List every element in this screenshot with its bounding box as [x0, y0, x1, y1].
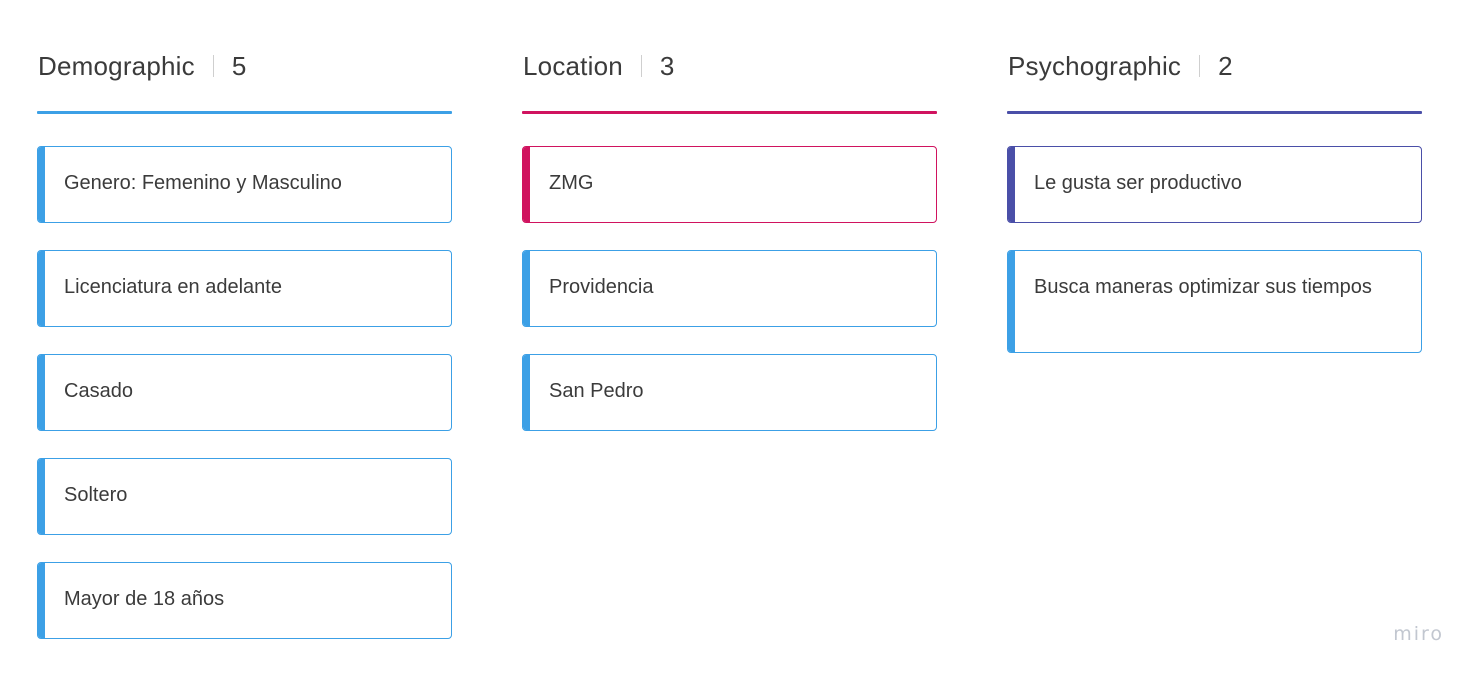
card-text: Licenciatura en adelante — [64, 276, 282, 298]
card-color-stripe — [523, 251, 530, 326]
card[interactable]: Genero: Femenino y Masculino — [37, 146, 452, 223]
card[interactable]: Busca maneras optimizar sus tiempos — [1007, 250, 1422, 353]
card-color-stripe — [1008, 251, 1015, 352]
column-header[interactable]: Location 3 — [523, 48, 674, 84]
card[interactable]: Casado — [37, 354, 452, 431]
card[interactable]: Soltero — [37, 458, 452, 535]
column-count: 5 — [231, 50, 247, 81]
card-text: Soltero — [64, 484, 128, 506]
column-count: 2 — [1218, 50, 1233, 81]
card-text: Busca maneras optimizar sus tiempos — [1034, 276, 1372, 298]
column-accent-line — [37, 111, 452, 114]
column-title: Location — [523, 50, 623, 81]
column-title: Psychographic — [1008, 50, 1182, 81]
card[interactable]: Le gusta ser productivo — [1007, 146, 1422, 223]
card[interactable]: Licenciatura en adelante — [37, 250, 452, 327]
card[interactable]: Providencia — [522, 250, 937, 327]
card-color-stripe — [38, 251, 45, 326]
card-text: San Pedro — [549, 380, 644, 402]
column-header[interactable]: Demographic 5 — [38, 48, 246, 84]
card-text: Genero: Femenino y Masculino — [64, 172, 342, 194]
card-text: Casado — [64, 380, 133, 402]
column-accent-line — [1007, 111, 1422, 114]
card-text: Mayor de 18 años — [64, 588, 225, 610]
column-title: Demographic — [38, 50, 195, 81]
column-count: 3 — [659, 50, 675, 81]
column-header-divider — [212, 55, 214, 77]
card-color-stripe — [38, 459, 45, 534]
card[interactable]: ZMG — [522, 146, 937, 223]
card-text: Le gusta ser productivo — [1034, 172, 1242, 194]
card-text: Providencia — [549, 276, 654, 298]
card-color-stripe — [38, 355, 45, 430]
card-color-stripe — [38, 563, 45, 638]
column-header-divider — [640, 55, 642, 77]
card-color-stripe — [38, 147, 45, 222]
card[interactable]: Mayor de 18 años — [37, 562, 452, 639]
card-color-stripe — [523, 147, 530, 222]
card-color-stripe — [1008, 147, 1015, 222]
column-header-divider — [1199, 55, 1201, 77]
card-text: ZMG — [549, 172, 594, 194]
column-accent-line — [522, 111, 937, 114]
card-color-stripe — [523, 355, 530, 430]
column-header[interactable]: Psychographic 2 — [1008, 48, 1233, 84]
card[interactable]: San Pedro — [522, 354, 937, 431]
miro-logo: miro — [1393, 623, 1444, 645]
